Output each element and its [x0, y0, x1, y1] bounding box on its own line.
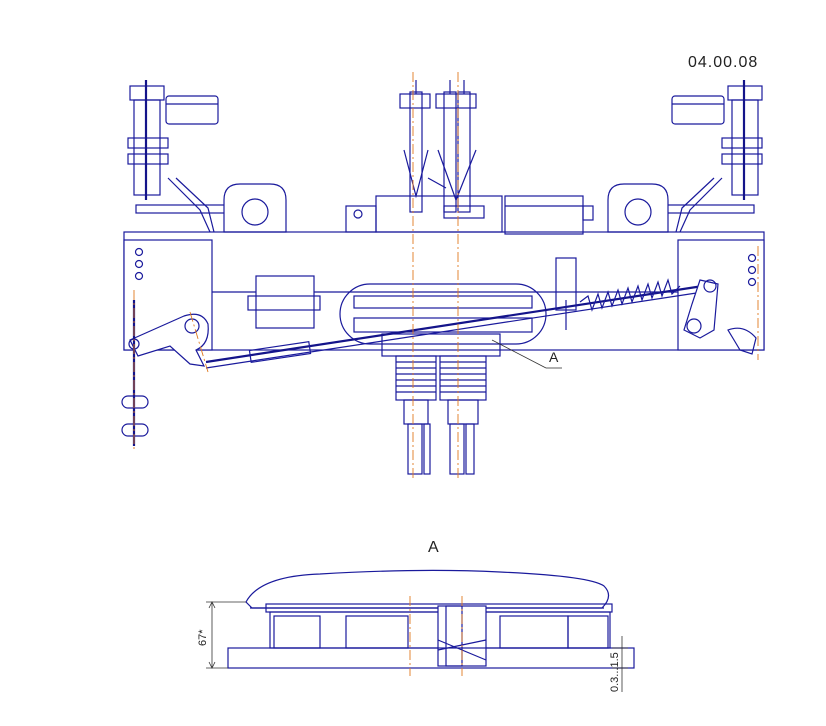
height-dimension-value: 67* [197, 629, 209, 646]
right-bell-crank [683, 279, 757, 355]
right-upper-bracket [663, 80, 763, 233]
gap-dimension-value: 0.3...1.5 [609, 652, 621, 692]
detail-view-title: A [428, 539, 439, 556]
compression-springs [395, 355, 487, 425]
height-dimension [206, 601, 246, 669]
callout-a-leader [491, 339, 562, 369]
centre-lines [133, 72, 759, 480]
right-pivot-block [607, 183, 669, 233]
left-pivot-block [223, 183, 287, 233]
callout-a-label: A [549, 349, 559, 365]
detail-view-a [227, 569, 635, 676]
gap-dimension [612, 636, 628, 692]
main-assembly-view: A [121, 72, 765, 480]
contact-rods [407, 423, 475, 475]
corner-drawing-code: 04.00.08 [688, 54, 758, 71]
cam-housing [339, 283, 547, 357]
left-upper-bracket [127, 80, 227, 233]
central-rod-assembly [345, 80, 594, 235]
tension-spring [579, 278, 681, 312]
